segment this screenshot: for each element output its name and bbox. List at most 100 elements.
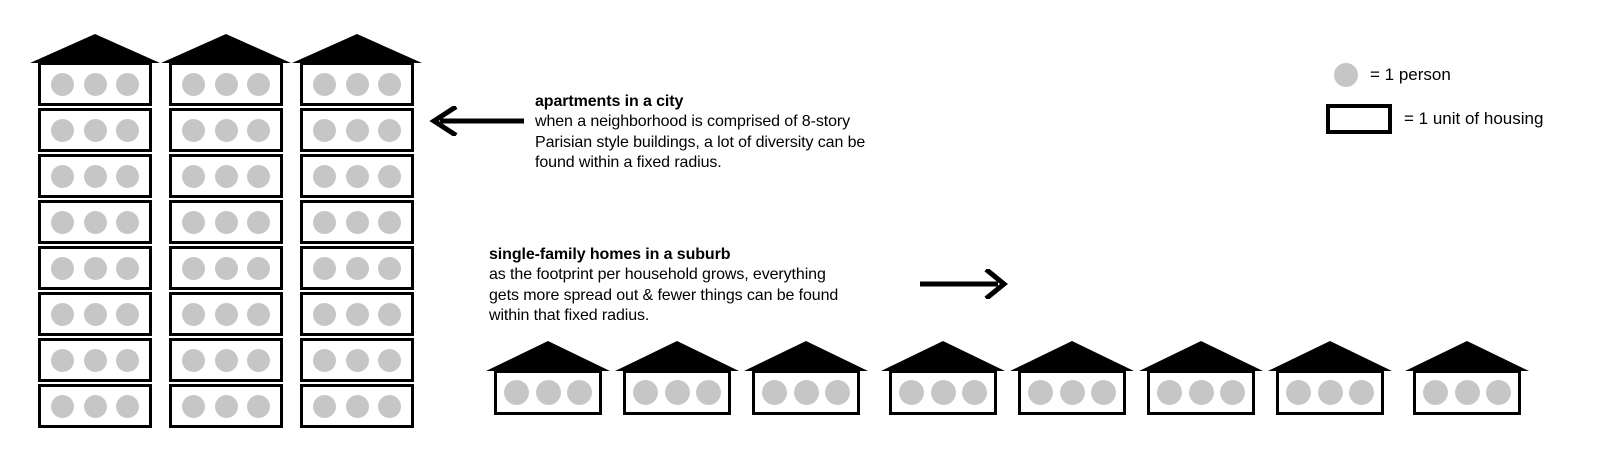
- housing-unit: [169, 292, 283, 336]
- roof-icon: [292, 34, 422, 63]
- annotation-description: as the footprint per household grows, ev…: [489, 266, 839, 324]
- person-icon: [116, 302, 140, 326]
- person-icon: [181, 348, 205, 372]
- person-icon: [116, 256, 140, 280]
- person-icon: [1349, 380, 1375, 405]
- person-icon: [345, 348, 369, 372]
- legend: = 1 person = 1 unit of housing: [1326, 58, 1586, 143]
- person-icon: [345, 302, 369, 326]
- person-icon: [116, 72, 140, 96]
- person-icon: [247, 302, 271, 326]
- person-icon: [50, 164, 74, 188]
- person-icon: [83, 164, 107, 188]
- person-icon: [930, 380, 956, 405]
- housing-unit: [752, 370, 860, 415]
- housing-unit: [300, 384, 414, 428]
- legend-label: = 1 unit of housing: [1404, 109, 1544, 128]
- person-icon: [50, 348, 74, 372]
- housing-unit: [38, 246, 152, 290]
- person-icon: [378, 164, 402, 188]
- housing-unit: [169, 384, 283, 428]
- housing-unit: [1018, 370, 1126, 415]
- person-icon: [247, 118, 271, 142]
- person-icon: [1027, 380, 1053, 405]
- roof-icon: [615, 341, 739, 371]
- person-icon: [116, 210, 140, 234]
- housing-unit: [38, 384, 152, 428]
- roof-icon: [881, 341, 1005, 371]
- housing-unit: [300, 62, 414, 106]
- arrow-left-icon: [428, 106, 526, 136]
- housing-unit: [300, 154, 414, 198]
- person-icon: [761, 380, 787, 405]
- person-icon: [793, 380, 819, 405]
- housing-unit: [623, 370, 731, 415]
- housing-unit: [169, 200, 283, 244]
- person-icon: [378, 72, 402, 96]
- housing-unit: [1147, 370, 1255, 415]
- housing-unit: [169, 246, 283, 290]
- person-icon: [214, 164, 238, 188]
- person-icon: [83, 118, 107, 142]
- roof-icon: [1268, 341, 1392, 371]
- person-icon: [83, 302, 107, 326]
- annotation-description: when a neighborhood is comprised of 8-st…: [535, 113, 866, 171]
- person-icon: [1220, 380, 1246, 405]
- tower-floors: [169, 62, 283, 428]
- roof-icon: [1139, 341, 1263, 371]
- roof-icon: [30, 34, 160, 63]
- person-icon: [312, 302, 336, 326]
- person-icon: [181, 256, 205, 280]
- housing-unit-icon: [1326, 104, 1392, 134]
- person-icon: [378, 302, 402, 326]
- person-icon: [116, 164, 140, 188]
- person-icon: [535, 380, 561, 405]
- person-icon: [181, 394, 205, 418]
- housing-unit: [300, 292, 414, 336]
- roof-icon: [161, 34, 291, 63]
- person-icon: [378, 394, 402, 418]
- housing-unit: [38, 108, 152, 152]
- person-icon: [83, 348, 107, 372]
- annotation-suburb: single-family homes in a suburb as the f…: [489, 245, 899, 327]
- roof-icon: [1010, 341, 1134, 371]
- person-icon: [1285, 380, 1311, 405]
- person-icon: [378, 210, 402, 234]
- person-icon: [567, 380, 593, 405]
- roof-icon: [486, 341, 610, 371]
- person-icon: [345, 210, 369, 234]
- person-icon: [345, 164, 369, 188]
- person-icon: [1156, 380, 1182, 405]
- person-icon: [50, 256, 74, 280]
- person-icon: [345, 256, 369, 280]
- person-icon: [181, 118, 205, 142]
- person-icon: [378, 348, 402, 372]
- person-icon: [50, 72, 74, 96]
- person-icon: [214, 210, 238, 234]
- housing-unit: [169, 108, 283, 152]
- housing-unit: [1276, 370, 1384, 415]
- annotation-title: apartments in a city: [535, 93, 684, 110]
- person-icon: [83, 394, 107, 418]
- person-icon: [181, 302, 205, 326]
- person-icon: [345, 72, 369, 96]
- person-icon: [247, 348, 271, 372]
- person-icon: [696, 380, 722, 405]
- person-icon: [312, 394, 336, 418]
- person-icon: [50, 394, 74, 418]
- housing-unit: [38, 154, 152, 198]
- housing-unit: [494, 370, 602, 415]
- person-icon: [214, 348, 238, 372]
- person-icon: [1059, 380, 1085, 405]
- person-icon: [378, 118, 402, 142]
- person-icon: [50, 118, 74, 142]
- housing-unit: [889, 370, 997, 415]
- housing-unit: [169, 338, 283, 382]
- person-icon: [1334, 63, 1358, 87]
- roof-icon: [1405, 341, 1529, 371]
- person-icon: [247, 164, 271, 188]
- person-icon: [83, 72, 107, 96]
- housing-unit: [38, 62, 152, 106]
- person-icon: [214, 72, 238, 96]
